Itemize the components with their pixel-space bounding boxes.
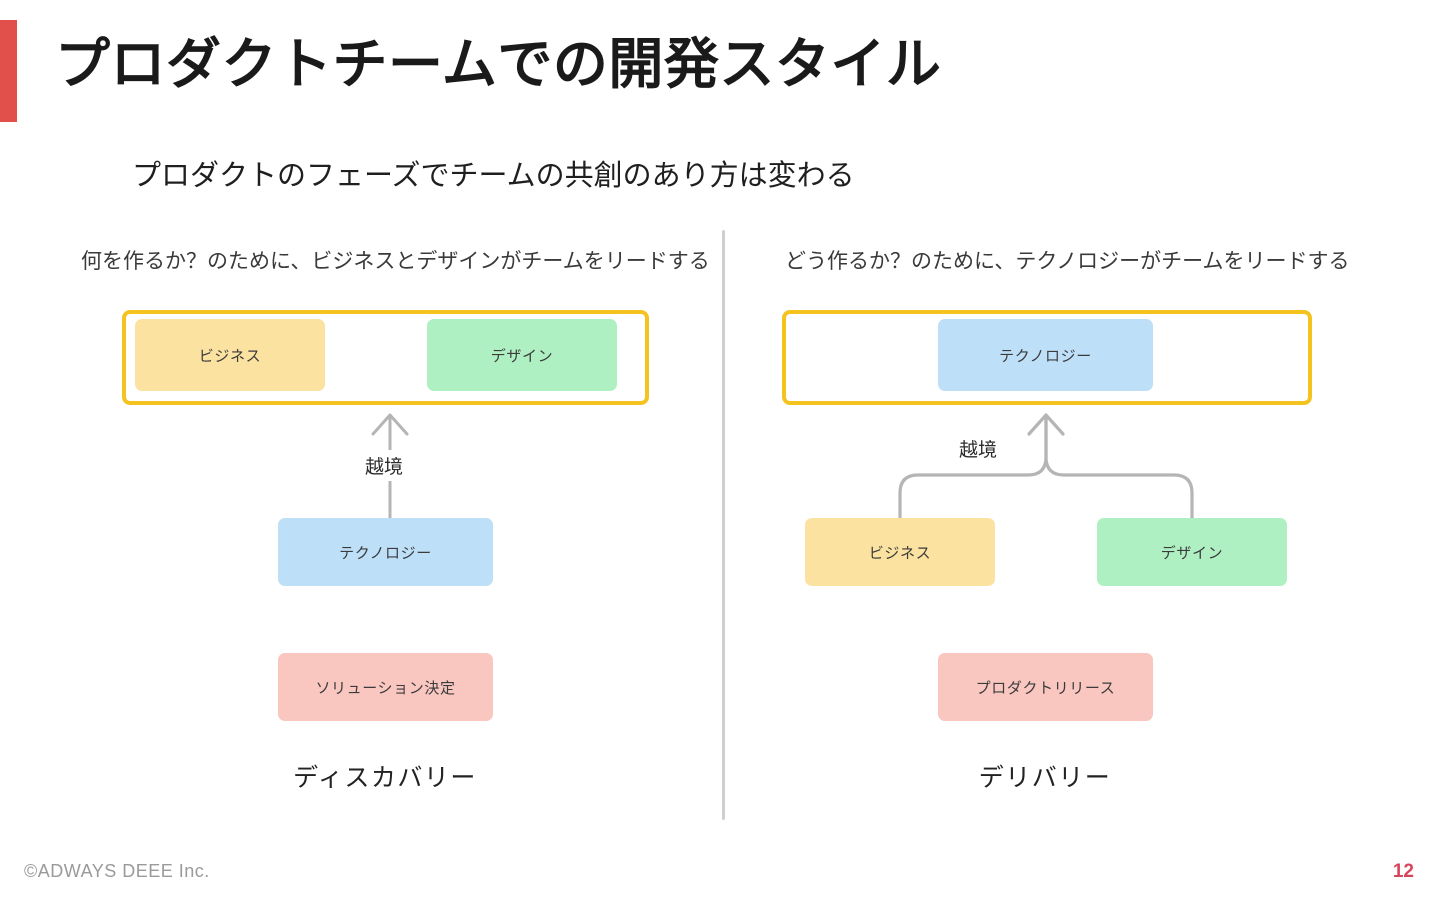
chip-business-delivery[interactable]: ビジネス — [805, 518, 995, 586]
crossing-label-delivery: 越境 — [952, 433, 1005, 464]
chip-label: デザイン — [490, 347, 554, 365]
chip-technology-delivery[interactable]: テクノロジー — [938, 319, 1153, 391]
footer-page-number: 12 — [1392, 861, 1414, 882]
chip-label: デザイン — [1160, 544, 1224, 562]
footer-copyright: ©ADWAYS DEEE Inc. — [24, 861, 210, 881]
chip-label: ビジネス — [198, 347, 262, 365]
chip-design-discovery[interactable]: デザイン — [427, 319, 617, 391]
chip-technology-discovery[interactable]: テクノロジー — [278, 518, 493, 586]
page-subtitle: プロダクトのフェーズでチームの共創のあり方は変わる — [132, 160, 855, 192]
discovery-column-header: 何を作るか？のために、ビジネスとデザインがチームをリードする — [81, 250, 710, 273]
chip-outcome-discovery[interactable]: ソリューション決定 — [278, 653, 493, 721]
discovery-column: 何を作るか？のために、ビジネスとデザインがチームをリードする ビジネス デザイン… — [60, 235, 710, 815]
delivery-column-header: どう作るか？のために、テクノロジーがチームをリードする — [785, 250, 1350, 273]
delivery-column: どう作るか？のために、テクノロジーがチームをリードする テクノロジー 越境 ビジ… — [760, 235, 1380, 815]
phase-label-discovery: ディスカバリー — [293, 764, 477, 792]
chip-design-delivery[interactable]: デザイン — [1097, 518, 1287, 586]
chip-business-discovery[interactable]: ビジネス — [135, 319, 325, 391]
chip-label: ビジネス — [868, 544, 932, 562]
column-divider — [722, 230, 725, 820]
crossing-arrow-branching — [898, 413, 1194, 523]
phase-label-delivery: デリバリー — [978, 764, 1112, 792]
chip-label: テクノロジー — [339, 544, 432, 562]
crossing-label-discovery: 越境 — [358, 450, 411, 481]
page-title: プロダクトチームでの開発スタイル — [55, 33, 942, 95]
title-accent-bar — [0, 20, 17, 122]
chip-label: プロダクトリリース — [975, 679, 1116, 697]
chip-label: テクノロジー — [999, 347, 1092, 365]
chip-label: ソリューション決定 — [315, 679, 456, 697]
chip-outcome-delivery[interactable]: プロダクトリリース — [938, 653, 1153, 721]
